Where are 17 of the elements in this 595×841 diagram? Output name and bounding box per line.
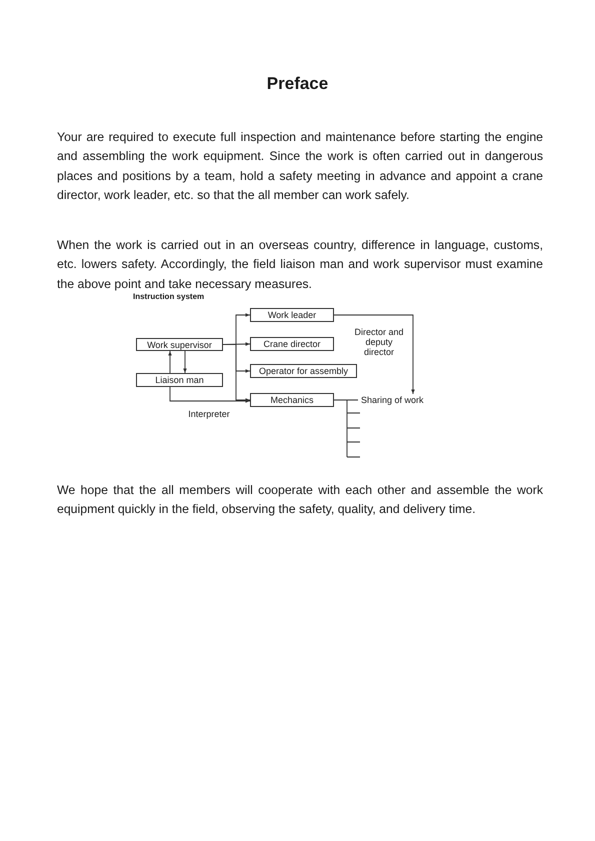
arrow xyxy=(334,314,415,394)
arrow xyxy=(168,350,172,374)
paragraph: When the work is carried out in an overseas country, difference in language, customs, etc. lowers safety. Accordingly, the field liaison man and work supervisor must examine the above point and take necessary measures. xyxy=(57,237,543,293)
arrow xyxy=(183,350,187,374)
arrow xyxy=(222,344,250,402)
diagram-heading: Instruction system xyxy=(133,292,204,301)
paragraph: We hope that the all members will cooperate with each other and assemble the work equipment quickly in the field, observing the safety, quality, and delivery time. xyxy=(57,482,543,518)
role-box: Work leader xyxy=(250,308,334,322)
page-title: Preface xyxy=(266,74,330,94)
arrow xyxy=(170,386,250,403)
role-box: Work supervisor xyxy=(136,338,223,351)
role-box: Liaison man xyxy=(136,373,223,387)
node-label: Sharing of work xyxy=(361,394,433,406)
role-box: Crane director xyxy=(250,337,334,351)
paragraph: Your are required to execute full inspection and maintenance before starting the engine and assembling the work equipment. Since the work is often carried out in dangerous places and positions by a team, hold a safety meeting in advance and appoint a crane director, work leader, etc. so that the all member can work safely. xyxy=(57,129,543,204)
role-box: Mechanics xyxy=(250,393,334,407)
role-box: Operator for assembly xyxy=(250,364,357,378)
